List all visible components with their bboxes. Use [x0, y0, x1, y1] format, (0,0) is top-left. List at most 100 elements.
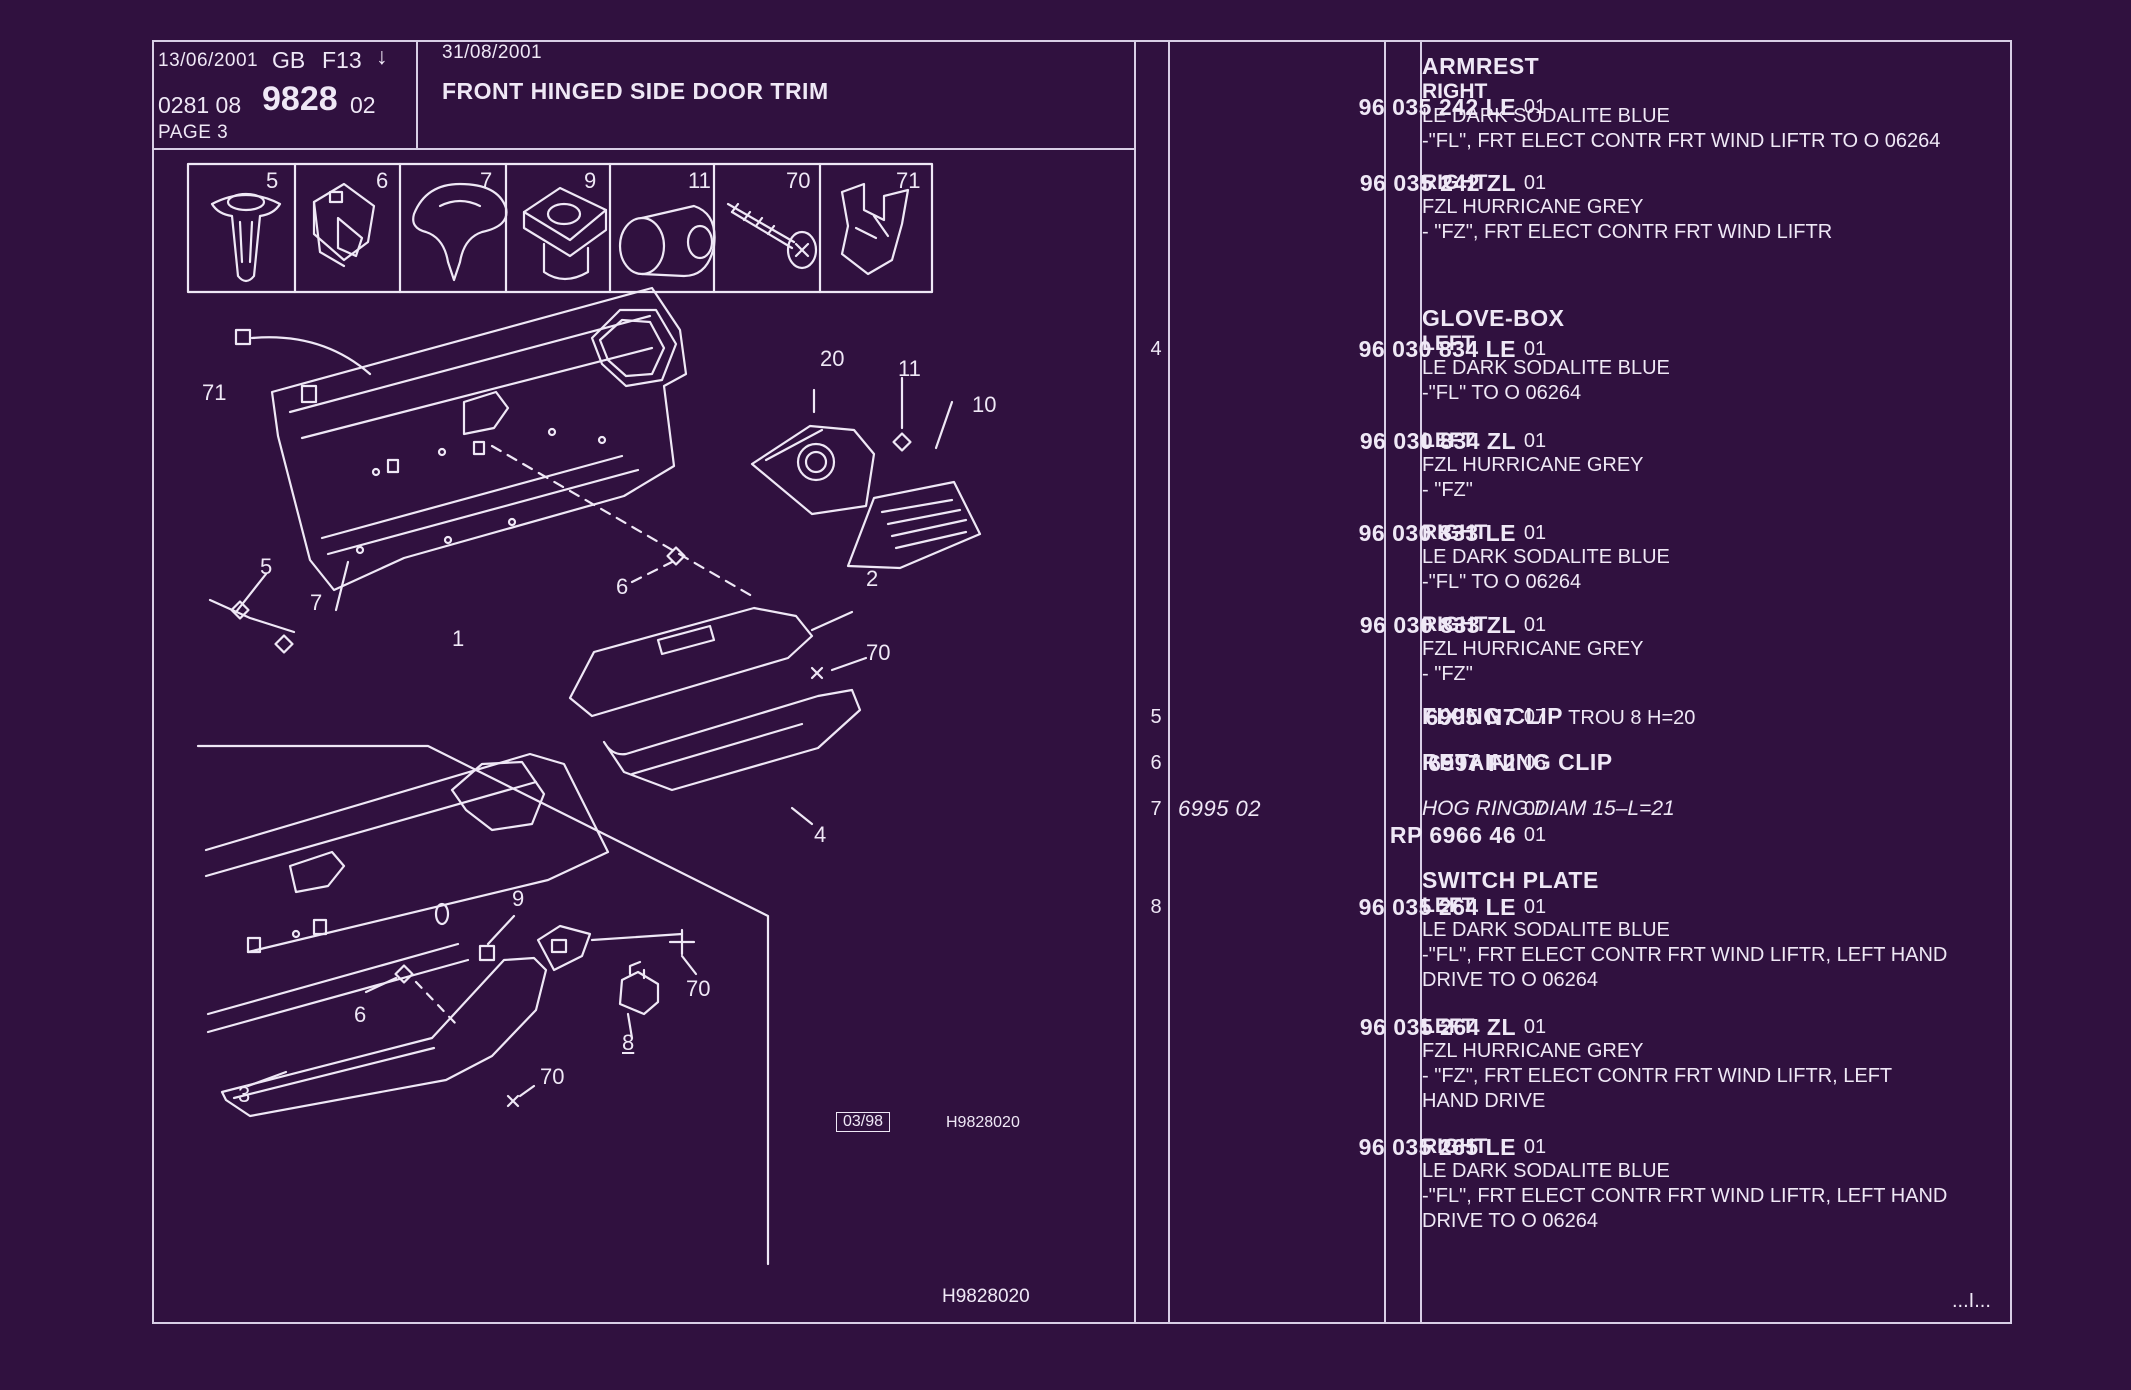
- header-ref-main: 9828: [262, 80, 338, 118]
- description-line: FZL HURRICANE GREY: [1422, 196, 1644, 218]
- description-line: -"FL" TO O 06264: [1422, 571, 1582, 593]
- ref-number: 8: [1150, 896, 1162, 918]
- door-trim-panel-lhd: [204, 752, 610, 1034]
- description-line: FZL HURRICANE GREY: [1422, 638, 1644, 660]
- parts-list: 96 035 242 LE 01 ARMREST RIGHT LE DARK S…: [1136, 40, 2012, 1324]
- fastener-label-9: 9: [584, 168, 597, 193]
- part-number: RP 6966 46: [1389, 822, 1516, 848]
- part-number: 96 035 264 LE: [1358, 894, 1516, 920]
- part-number: 96 030 833 LE: [1358, 520, 1516, 546]
- item-name: RIGHT: [1422, 171, 1488, 194]
- description: RETAINING CLIP: [1422, 750, 2002, 775]
- quantity: 01: [1523, 824, 1547, 846]
- group-heading: ARMREST: [1422, 53, 1540, 79]
- callout-4: 4: [814, 822, 827, 847]
- description-line: FZL HURRICANE GREY: [1422, 1040, 1644, 1062]
- leader-6-dashed: [490, 444, 754, 598]
- door-trim-exploded-diagram: [186, 162, 982, 1266]
- description-line: - "FZ": [1422, 663, 1473, 685]
- continuation-marker: ...I...: [1952, 1290, 1991, 1312]
- item-name: RIGHT: [1422, 613, 1488, 636]
- group-heading: SWITCH PLATE: [1422, 867, 1599, 893]
- header-ref-prefix: 0281 08: [158, 92, 242, 118]
- quantity: 01: [1523, 522, 1547, 544]
- description-line: LE DARK SODALITE BLUE: [1422, 1160, 1670, 1182]
- description: HOG RING DIAM 15–L=21: [1422, 796, 2002, 821]
- callout-71: 71: [202, 380, 227, 405]
- leader-6-lower-dashed: [414, 980, 458, 1026]
- description-line: HAND DRIVE: [1422, 1090, 1546, 1112]
- description: SWITCH PLATE LEFT LE DARK SODALITE BLUE …: [1422, 868, 2002, 993]
- push-clip-icon: [210, 192, 282, 283]
- part-number: 6995 N7: [1425, 704, 1516, 730]
- leader-70-dashed: [590, 932, 684, 942]
- part-number: 96 035 265 LE: [1358, 1134, 1516, 1160]
- cross-70: [810, 666, 824, 680]
- header-date-left: 13/06/2001: [158, 50, 259, 71]
- description-line: FZL HURRICANE GREY: [1422, 454, 1644, 476]
- callout-5: 5: [260, 554, 273, 579]
- marker-11: [892, 432, 912, 452]
- leader-6-lower: [364, 976, 398, 994]
- description-line: LE DARK SODALITE BLUE: [1422, 919, 1670, 941]
- column-rule-qty: [1384, 40, 1386, 1324]
- group-heading: GLOVE-BOX: [1422, 305, 1565, 331]
- door-trim-panel: [252, 286, 688, 592]
- description-line: LE DARK SODALITE BLUE: [1422, 357, 1670, 379]
- header-ref-suffix: 02: [350, 92, 376, 118]
- page-title: FRONT HINGED SIDE DOOR TRIM: [442, 78, 829, 104]
- callout-10: 10: [972, 392, 997, 417]
- header-bottom-rule: [152, 148, 1134, 150]
- armrest-upper: [568, 606, 814, 718]
- leader-1: [334, 560, 350, 612]
- callout-2: 2: [866, 566, 879, 591]
- fastener-label-11: 11: [688, 168, 711, 193]
- armrest-lower: [220, 956, 548, 1118]
- quantity: 01: [1523, 430, 1547, 452]
- description: RIGHT LE DARK SODALITE BLUE -"FL", FRT E…: [1422, 1134, 2002, 1234]
- marker-5: [230, 600, 250, 620]
- quantity: 01: [1523, 172, 1547, 194]
- description-line: -"FL", FRT ELECT CONTR FRT WIND LIFTR TO…: [1422, 130, 1941, 152]
- header-code: F13: [322, 47, 362, 73]
- diagram-stamp-date: 03/98: [836, 1112, 891, 1132]
- part-number: 6997 F2: [1428, 750, 1516, 776]
- description: RIGHT LE DARK SODALITE BLUE -"FL" TO O 0…: [1422, 520, 2002, 595]
- description-line: - "FZ", FRT ELECT CONTR FRT WIND LIFTR, …: [1422, 1065, 1893, 1087]
- page-frame: [152, 40, 2012, 1324]
- leader-4: [790, 806, 814, 826]
- column-rule-ref: [1134, 40, 1136, 1324]
- leader-3: [246, 1070, 288, 1088]
- header-page: PAGE 3: [158, 122, 229, 143]
- leader-8: [626, 1012, 634, 1040]
- description-line: LE DARK SODALITE BLUE: [1422, 546, 1670, 568]
- marker-9: [478, 944, 496, 962]
- retaining-clip-icon: [312, 182, 376, 268]
- description-line: LE DARK SODALITE BLUE: [1422, 105, 1670, 127]
- part-number: 96 030 834 ZL: [1359, 428, 1516, 454]
- leader-10: [934, 400, 954, 450]
- callout-70-bottom: 70: [540, 1064, 565, 1089]
- screw-icon: [726, 202, 818, 270]
- speaker-housing: [750, 424, 876, 516]
- part-number: 96 030 834 LE: [1358, 336, 1516, 362]
- callout-1: 1: [452, 626, 465, 651]
- description-line: -"FL", FRT ELECT CONTR FRT WIND LIFTR, L…: [1422, 1185, 1948, 1207]
- item-name: LEFT: [1422, 332, 1475, 355]
- description-line: DRIVE TO O 06264: [1422, 969, 1599, 991]
- marker-7: [274, 634, 294, 654]
- item-name: HOG RING DIAM 15–L=21: [1422, 797, 1675, 820]
- item-name: FIXING CLIP: [1422, 703, 1563, 729]
- nut-clip-icon: [522, 186, 608, 281]
- callout-70: 70: [866, 640, 891, 665]
- description-line: - "FZ", FRT ELECT CONTR FRT WIND LIFTR: [1422, 221, 1833, 243]
- description-line: -"FL" TO O 06264: [1422, 382, 1582, 404]
- quantity: 01: [1523, 614, 1547, 636]
- switch-unit: [618, 960, 660, 1016]
- item-name: RIGHT: [1422, 1135, 1488, 1158]
- description-line: - "FZ": [1422, 479, 1473, 501]
- part-number: 6995 02: [1178, 796, 1262, 821]
- description: RIGHT FZL HURRICANE GREY - "FZ": [1422, 612, 2002, 687]
- marker-6-lower: [394, 964, 414, 984]
- item-name: LEFT: [1422, 894, 1475, 917]
